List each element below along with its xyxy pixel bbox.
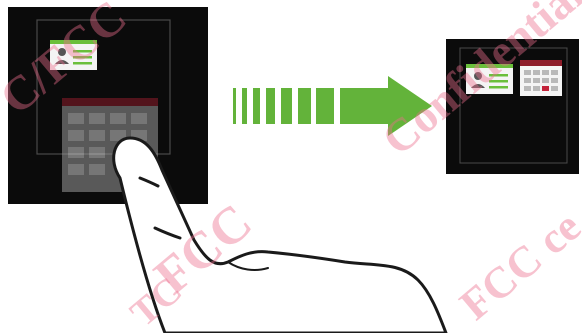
result-screen: [446, 39, 579, 174]
source-screen: [8, 7, 208, 204]
contact-card-icon: [50, 40, 97, 70]
transition-arrow-icon: [233, 76, 432, 136]
calendar-icon: [520, 60, 562, 96]
contact-card-icon: [466, 64, 513, 94]
